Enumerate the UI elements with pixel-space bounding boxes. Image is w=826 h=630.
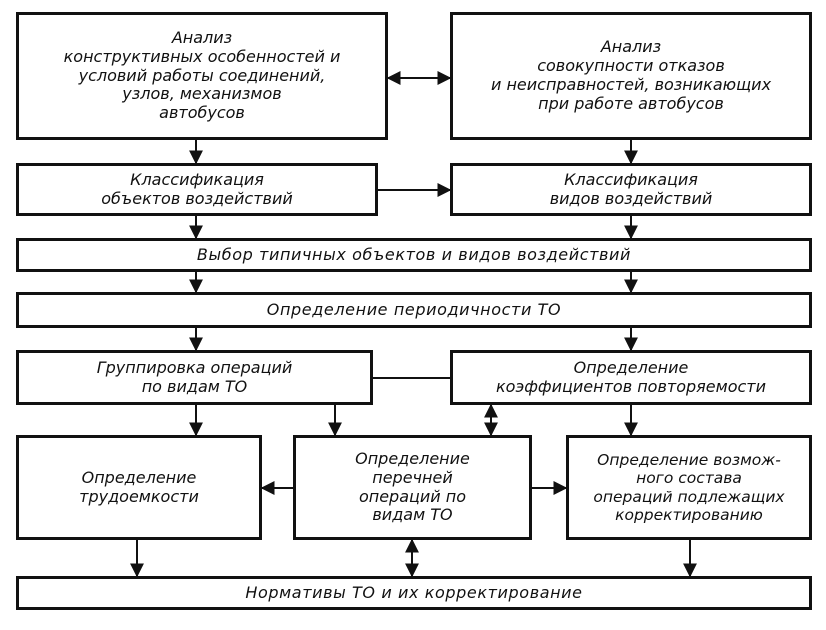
box-periodicity: Определение периодичности ТО: [16, 292, 812, 328]
box-analysis-failures: Анализ совокупности отказов и неисправно…: [450, 12, 812, 140]
box-labor: Определение трудоемкости: [16, 435, 262, 540]
box-operation-lists: Определение перечней операций по видам Т…: [293, 435, 532, 540]
box-classification-types: Классификация видов воздействий: [450, 163, 812, 216]
box-grouping: Группировка операций по видам ТО: [16, 350, 373, 405]
box-repeatability: Определение коэффициентов повторяемости: [450, 350, 812, 405]
box-possible-composition: Определение возмож- ного состава операци…: [566, 435, 812, 540]
box-norms: Нормативы ТО и их корректирование: [16, 576, 812, 610]
box-classification-objects: Классификация объектов воздействий: [16, 163, 378, 216]
box-selection: Выбор типичных объектов и видов воздейст…: [16, 238, 812, 272]
box-analysis-design: Анализ конструктивных особенностей и усл…: [16, 12, 388, 140]
